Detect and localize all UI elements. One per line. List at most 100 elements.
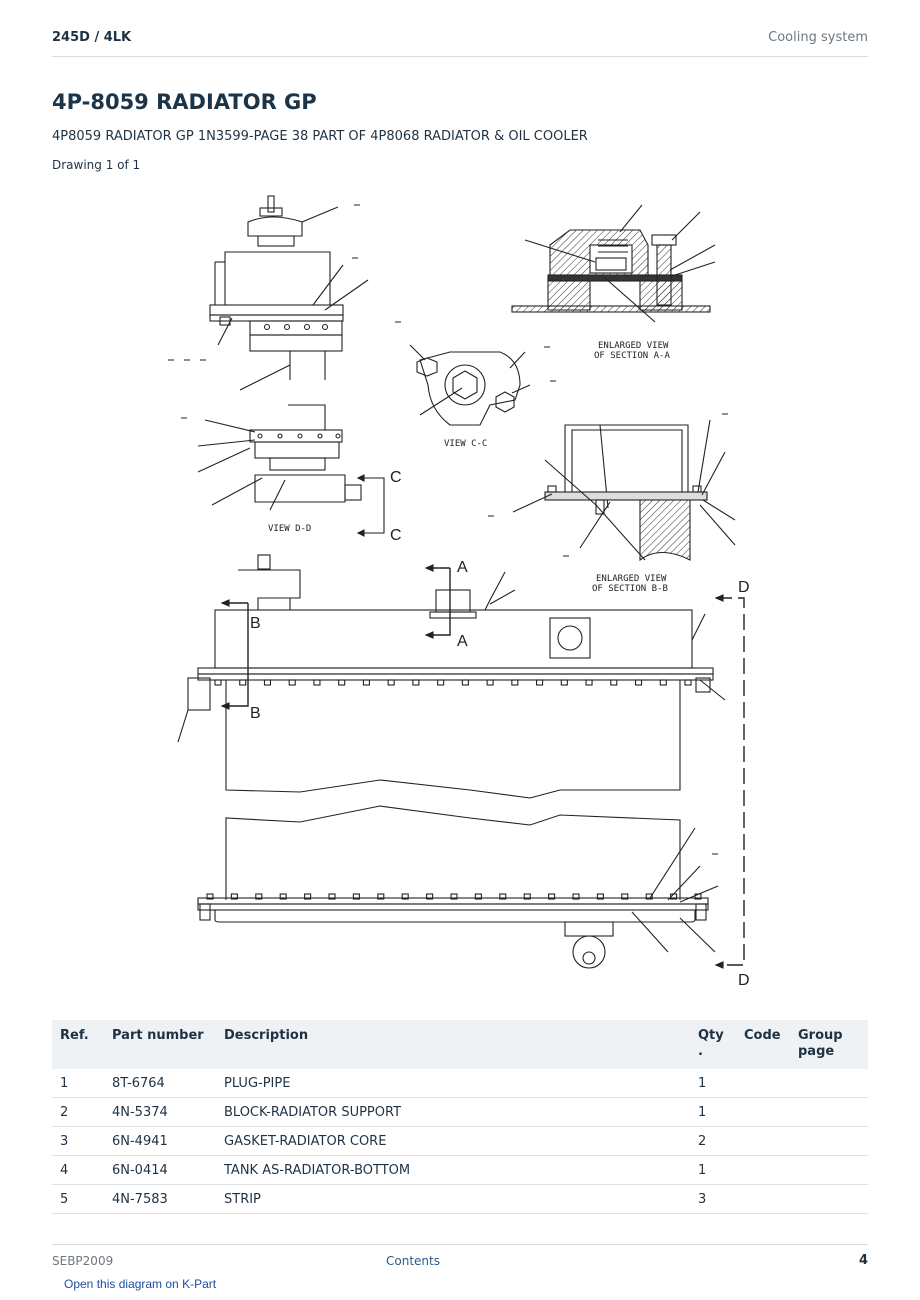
parts-table: Ref. Part number Description Qty. Code G…	[52, 1020, 868, 1214]
code-cell	[736, 1126, 790, 1156]
ref-cell: 5	[52, 1184, 104, 1214]
upper-tank-bolts	[214, 679, 692, 686]
qty-cell: 2	[690, 1126, 736, 1156]
group-page-cell	[790, 1069, 868, 1098]
section-b-b-detail: ENLARGED VIEW OF SECTION B-B	[512, 419, 736, 594]
ref-cell: 2	[52, 1097, 104, 1127]
bolt-head	[659, 679, 667, 686]
enlarged-view-a-label-2: OF SECTION A-A	[594, 351, 670, 361]
section-a-label-top: A	[457, 559, 468, 576]
bolt-head	[352, 893, 360, 900]
page-number: 4	[858, 1253, 868, 1268]
bolt-head	[486, 679, 494, 686]
code-cell	[736, 1097, 790, 1127]
view-c-c-label: VIEW C-C	[444, 439, 487, 449]
bolt-head	[288, 679, 296, 686]
bolt-head	[263, 679, 272, 686]
group-page-cell	[790, 1097, 868, 1127]
bolt-head	[206, 893, 214, 900]
description-cell: PLUG-PIPE	[216, 1069, 690, 1098]
section-d-line: D D	[714, 579, 750, 989]
group-page-cell	[790, 1184, 868, 1214]
part-number-cell: 4N-5374	[104, 1097, 216, 1127]
bolt-head	[634, 679, 643, 686]
section-a-a-detail: ENLARGED VIEW OF SECTION A-A	[511, 204, 716, 361]
code-cell	[736, 1155, 790, 1185]
qty-cell: 1	[690, 1155, 736, 1185]
lower-tank-bolts	[206, 893, 702, 900]
bolt-head	[548, 893, 556, 900]
part-number-cell: 6N-0414	[104, 1155, 216, 1185]
bolt-head	[401, 893, 409, 900]
bolt-head	[474, 893, 482, 900]
bolt-head	[645, 893, 653, 900]
view-d-d-label: VIEW D-D	[268, 524, 311, 534]
bolt-head	[304, 893, 312, 900]
bolt-head	[377, 893, 385, 900]
page-footer: SEBP2009 Contents 4	[52, 1244, 868, 1275]
table-header-row: Ref. Part number Description Qty. Code G…	[52, 1020, 868, 1069]
section-b-label-bottom: B	[250, 705, 261, 722]
bolt-head	[412, 679, 420, 686]
code-cell	[736, 1069, 790, 1098]
bolt-head	[499, 893, 507, 900]
description-cell: TANK AS-RADIATOR-BOTTOM	[216, 1155, 690, 1185]
bolt-head	[214, 679, 222, 686]
enlarged-view-b-label-2: OF SECTION B-B	[592, 584, 668, 594]
group-page-cell	[790, 1126, 868, 1156]
radiator-upper-tank: B B A A	[177, 554, 726, 743]
part-number-cell: 6N-4941	[104, 1126, 216, 1156]
bolt-head	[572, 893, 580, 900]
group-page-cell	[790, 1155, 868, 1185]
bolt-head	[450, 893, 458, 900]
bolt-head	[560, 679, 568, 686]
description-cell: BLOCK-RADIATOR SUPPORT	[216, 1097, 690, 1127]
part-number-header: Part number	[104, 1020, 216, 1069]
description-cell: STRIP	[216, 1184, 690, 1214]
filler-cap-detail	[209, 195, 369, 391]
qty-header: Qty.	[690, 1020, 736, 1069]
radiator-bottom-tank	[197, 827, 719, 969]
bolt-head	[596, 893, 604, 900]
code-header: Code	[736, 1020, 790, 1069]
bolt-head	[255, 893, 263, 900]
section-a-label-bottom: A	[457, 633, 468, 650]
bolt-head	[585, 679, 593, 686]
radiator-core	[225, 680, 681, 900]
bolt-head	[437, 679, 445, 686]
page-header: 245D / 4LK Cooling system	[52, 28, 868, 57]
part-number-cell: 8T-6764	[104, 1069, 216, 1098]
section-c-label-top: C	[390, 469, 402, 486]
page-title: 4P-8059 RADIATOR GP	[52, 90, 317, 114]
description-cell: GASKET-RADIATOR CORE	[216, 1126, 690, 1156]
page-subtitle: 4P8059 RADIATOR GP 1N3599-PAGE 38 PART O…	[52, 129, 588, 144]
radiator-parts-diagram: ENLARGED VIEW OF SECTION A-A VIEW C-C VI…	[168, 195, 750, 989]
bolt-head	[523, 893, 531, 900]
bolt-head	[684, 679, 692, 686]
bolt-head	[239, 679, 247, 686]
qty-cell: 3	[690, 1184, 736, 1214]
bolt-head	[230, 893, 238, 900]
model-label: 245D / 4LK	[52, 30, 132, 45]
kpart-link[interactable]: Open this diagram on K-Part	[64, 1277, 217, 1291]
ref-header: Ref.	[52, 1020, 104, 1069]
part-number-cell: 4N-7583	[104, 1184, 216, 1214]
enlarged-view-a-label-1: ENLARGED VIEW	[598, 341, 669, 351]
contents-link[interactable]: Contents	[386, 1254, 440, 1268]
enlarged-view-b-label-1: ENLARGED VIEW	[596, 574, 667, 584]
document-id: SEBP2009	[52, 1254, 114, 1268]
section-c-label-bottom: C	[390, 527, 402, 544]
bolt-head	[279, 893, 287, 900]
section-label: Cooling system	[768, 30, 868, 45]
bolt-head	[426, 893, 434, 900]
bolt-head	[362, 679, 370, 686]
bolt-head	[536, 679, 544, 686]
description-header: Description	[216, 1020, 690, 1069]
bolt-head	[621, 893, 629, 900]
drawing-count: Drawing 1 of 1	[52, 158, 141, 172]
